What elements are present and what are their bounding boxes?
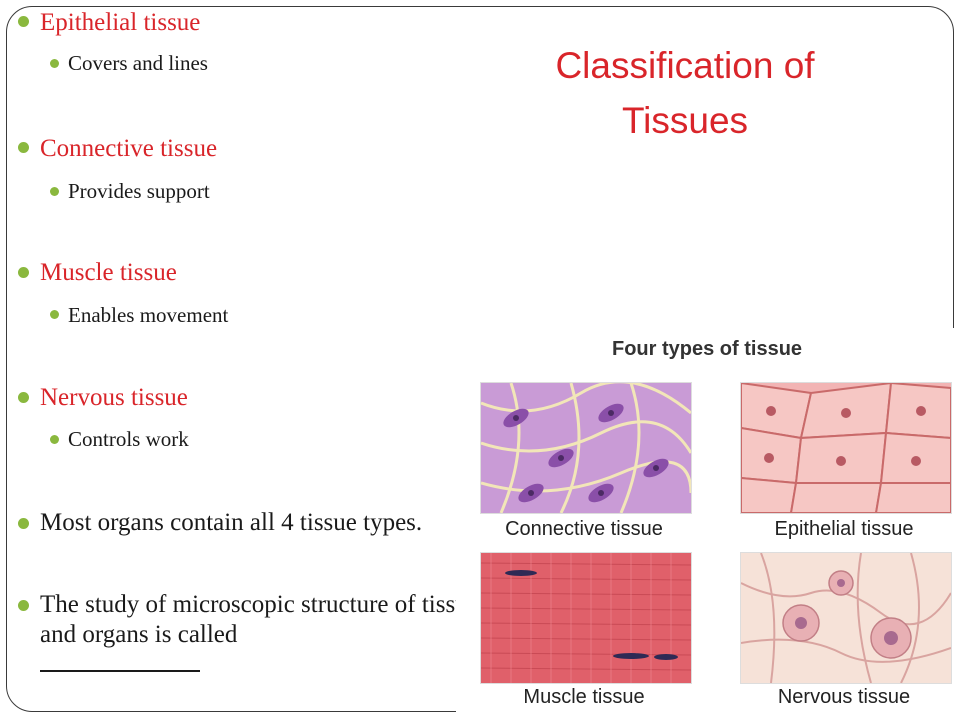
organs-statement: Most organs contain all 4 tissue types. [40, 509, 423, 536]
bullet-dot [18, 267, 29, 278]
bullet-nervous: Nervous tissue [40, 384, 188, 411]
sub-bullet-nervous: Controls work [68, 427, 189, 451]
histology-question-text: The study of microscopic structure of ti… [40, 591, 489, 648]
answer-blank [40, 650, 200, 672]
epithelial-tissue-image [740, 382, 952, 514]
bullet-connective: Connective tissue [40, 135, 218, 162]
tissue-figure: Four types of tissue [456, 328, 960, 720]
bullet-epithelial: Epithelial tissue [40, 9, 201, 36]
bullet-dot [18, 142, 29, 153]
bullet-dot [50, 435, 59, 444]
nervous-tissue-image [740, 552, 952, 684]
sub-bullet-connective: Provides support [68, 179, 210, 203]
caption-connective: Connective tissue [505, 518, 663, 540]
bullet-dot [18, 600, 29, 611]
connective-tissue-image [480, 382, 692, 514]
bullet-dot [50, 310, 59, 319]
bullet-dot [18, 518, 29, 529]
caption-epithelial: Epithelial tissue [774, 518, 914, 540]
caption-nervous: Nervous tissue [777, 686, 911, 708]
bullet-dot [18, 16, 29, 27]
histology-question: The study of microscopic structure of ti… [40, 590, 490, 680]
bullet-dot [50, 187, 59, 196]
slide-title: Classification of Tissues [555, 45, 815, 141]
figure-title: Four types of tissue [612, 338, 803, 360]
bullet-dot [18, 392, 29, 403]
sub-bullet-muscle: Enables movement [68, 303, 229, 327]
bullet-list: Epithelial tissue Covers and lines Conne… [18, 9, 489, 672]
bullet-muscle: Muscle tissue [40, 259, 177, 286]
muscle-tissue-image [480, 552, 692, 684]
bullet-dot [50, 59, 59, 68]
sub-bullet-epithelial: Covers and lines [68, 51, 208, 75]
caption-muscle: Muscle tissue [523, 686, 645, 708]
